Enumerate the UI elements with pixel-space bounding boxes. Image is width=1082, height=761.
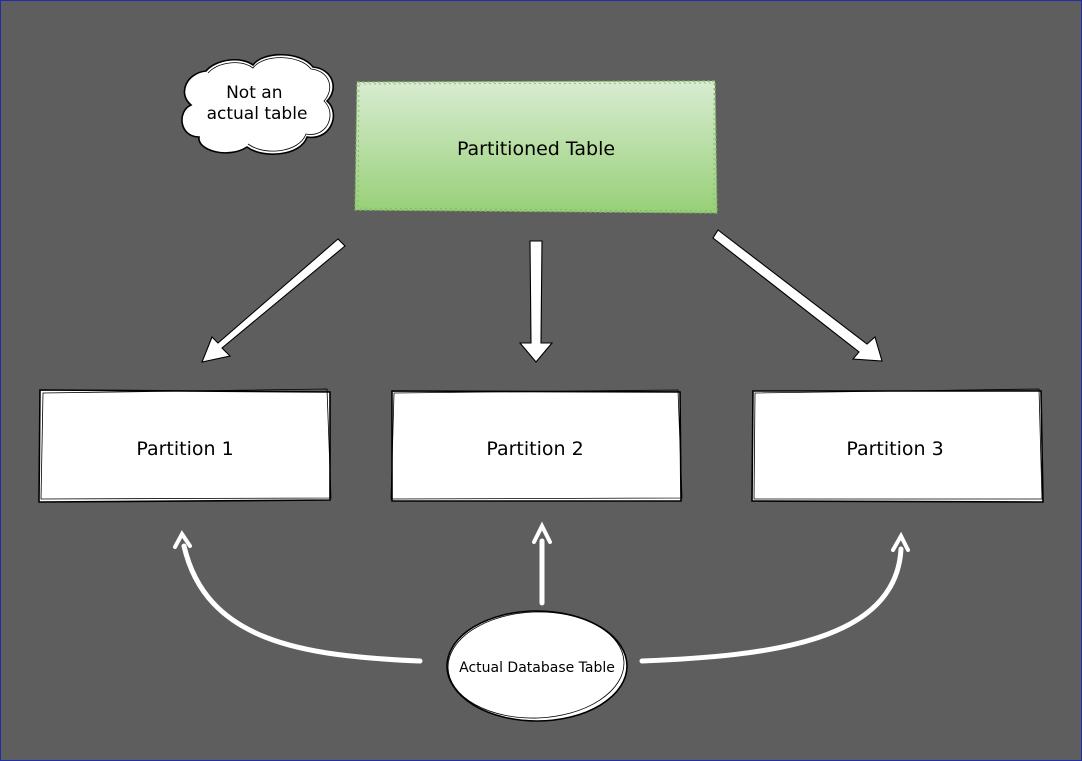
cloud-note-line2: actual table <box>207 104 308 124</box>
partition-3-box <box>751 388 1044 503</box>
cloud-note-label: Not an actual table <box>207 83 308 124</box>
partition-1-box <box>38 388 332 503</box>
partition-3-label: Partition 3 <box>846 438 943 460</box>
partitioned-table-label: Partitioned Table <box>457 138 615 160</box>
partition-1-label: Partition 1 <box>136 438 233 460</box>
arrow-source-to-partition-3 <box>639 531 910 664</box>
arrow-parent-to-partition-2 <box>518 240 554 363</box>
partition-2-box <box>390 389 683 502</box>
arrow-parent-to-partition-3 <box>712 229 883 362</box>
partitioned-table-box <box>354 80 718 214</box>
arrow-source-to-partition-2 <box>532 521 552 606</box>
cloud-note-line1: Not an <box>226 83 282 103</box>
arrow-parent-to-partition-1 <box>201 238 346 363</box>
cloud-note-shape <box>181 54 335 155</box>
actual-database-table-shape <box>446 610 628 722</box>
partition-2-label: Partition 2 <box>486 438 583 460</box>
actual-database-table-label: Actual Database Table <box>459 660 615 676</box>
arrow-source-to-partition-1 <box>173 530 423 664</box>
